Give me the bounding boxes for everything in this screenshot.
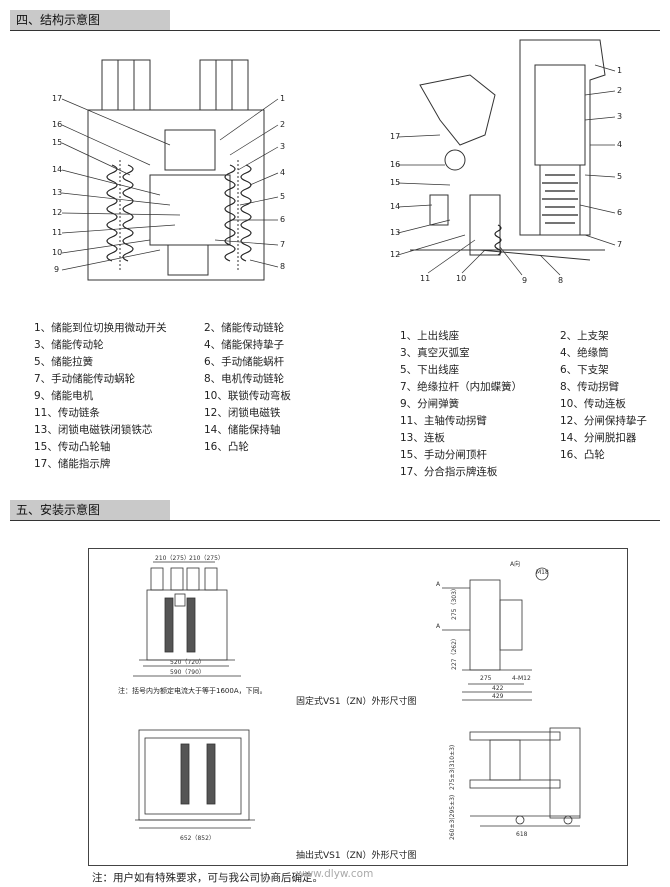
- legend-row: 7、绝缘拉杆（内加蝶簧）8、传动拐臂: [400, 381, 620, 393]
- drawout-side-view: 618 275±3(310±3) 260±3(295±3): [449, 727, 581, 840]
- callout-13: 13: [52, 188, 62, 197]
- callout-8: 8: [280, 262, 285, 271]
- callout-r1: 1: [617, 66, 622, 75]
- dim-652: 652（852）: [180, 835, 215, 842]
- callout-9: 9: [54, 265, 59, 274]
- fixed-side-view: A向 M18 A A 275 4-M12 422 429 275（303） 22…: [436, 560, 549, 701]
- dim-227-262: 227（262）: [451, 635, 458, 670]
- legend-row: 17、储能指示牌: [34, 458, 111, 470]
- circuit-breaker-diagram: 17 16 15 14 13 12 11 10 9 8 1 2 3 4 5 6 …: [390, 39, 622, 285]
- dim-422: 422: [492, 685, 504, 692]
- callout-12: 12: [52, 208, 62, 217]
- callout-17: 17: [52, 94, 62, 103]
- operating-mechanism-diagram: 17 16 15 14 13 12 11 10 9 1 2 3 4 5 6 7 …: [52, 59, 285, 281]
- fixed-note: 注：括号内为额定电流大于等于1600A，下同。: [118, 687, 267, 695]
- callout-r6: 6: [617, 208, 622, 217]
- dim-590: 590（790）: [170, 669, 205, 676]
- callout-r14: 14: [390, 202, 400, 211]
- dim-275: 275: [480, 675, 492, 682]
- section-header: 五、安装示意图: [10, 500, 170, 520]
- callout-r12: 12: [390, 250, 400, 259]
- watermark: www.dlyw.com: [296, 868, 374, 880]
- callout-14: 14: [52, 165, 62, 174]
- callout-3: 3: [280, 142, 285, 151]
- divider: [10, 520, 660, 521]
- section-a-top: A: [436, 581, 441, 588]
- divider: [10, 30, 660, 31]
- section-header: 四、结构示意图: [10, 10, 170, 30]
- section-a-bottom: A: [436, 623, 441, 630]
- callout-7: 7: [280, 240, 285, 249]
- callout-r5: 5: [617, 172, 622, 181]
- callout-15: 15: [52, 138, 62, 147]
- dim-275-303: 275（303）: [451, 585, 458, 620]
- dim-429: 429: [492, 693, 504, 700]
- dim-210-right: 210（275）: [189, 555, 224, 562]
- callout-5: 5: [280, 192, 285, 201]
- callout-r3: 3: [617, 112, 622, 121]
- dim-275-310: 275±3(310±3): [449, 745, 456, 790]
- callout-r11: 11: [420, 274, 430, 283]
- installation-drawing-frame: [88, 548, 628, 866]
- callout-r4: 4: [617, 140, 622, 149]
- callout-10: 10: [52, 248, 62, 257]
- drawout-caption: 抽出式VS1（ZN）外形尺寸图: [296, 851, 417, 861]
- legend-row: 17、分合指示牌连板: [400, 466, 498, 478]
- callout-r17: 17: [390, 132, 400, 141]
- callout-r15: 15: [390, 178, 400, 187]
- callout-r13: 13: [390, 228, 400, 237]
- callout-r9: 9: [522, 276, 527, 285]
- callout-r8: 8: [558, 276, 563, 285]
- fixed-caption: 固定式VS1（ZN）外形尺寸图: [296, 697, 417, 707]
- fixed-front-view: 210（275） 210（275） 520（720） 590（790）: [133, 555, 241, 677]
- callout-1: 1: [280, 94, 285, 103]
- dim-520: 520（720）: [170, 659, 205, 666]
- callout-r2: 2: [617, 86, 622, 95]
- dim-210-left: 210（275）: [155, 555, 190, 562]
- dim-m18: M18: [536, 569, 549, 576]
- callout-r7: 7: [617, 240, 622, 249]
- a-direction: A向: [510, 560, 520, 568]
- dim-4m12: 4-M12: [512, 675, 531, 682]
- callout-r10: 10: [456, 274, 466, 283]
- drawout-front-view: 652（852）: [135, 729, 255, 842]
- callout-4: 4: [280, 168, 285, 177]
- dim-618: 618: [516, 831, 528, 838]
- dim-260-295: 260±3(295±3): [449, 795, 456, 840]
- callout-16: 16: [52, 120, 62, 129]
- callout-11: 11: [52, 228, 62, 237]
- callout-2: 2: [280, 120, 285, 129]
- callout-r16: 16: [390, 160, 400, 169]
- callout-6: 6: [280, 215, 285, 224]
- footer-note: 注：用户如有特殊要求，可与我公司协商后确定。: [92, 872, 323, 884]
